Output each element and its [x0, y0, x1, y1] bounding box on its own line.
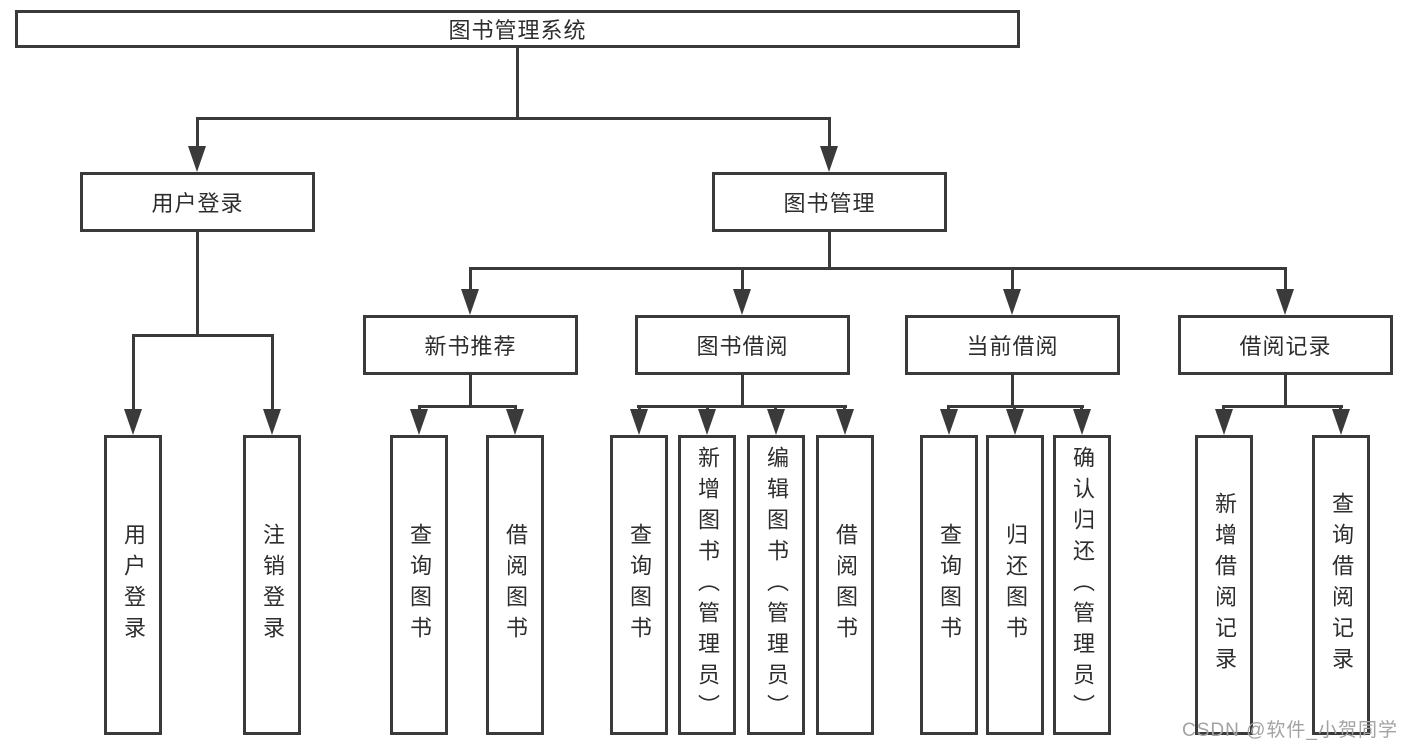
- node-label: 新增图书（管理员）: [695, 445, 720, 725]
- node-borrowing-records: 借阅记录: [1178, 315, 1393, 375]
- node-label: 借阅记录: [1239, 334, 1332, 359]
- node-label: 查询图书: [937, 523, 962, 647]
- node-label: 新书推荐: [424, 334, 517, 359]
- node-nb-borrow-books: 借阅图书: [486, 435, 544, 735]
- arrowhead-book-management: [820, 146, 838, 172]
- node-bb-borrow-books: 借阅图书: [816, 435, 874, 735]
- arrowhead-borrowing-records: [1276, 289, 1294, 315]
- connector-to-current-borrowing: [1011, 267, 1014, 293]
- connector-to-new-book-recommendation: [469, 267, 472, 293]
- node-bb-query-books: 查询图书: [610, 435, 668, 735]
- connector-user-login-stem: [196, 232, 199, 336]
- node-user-login: 用户登录: [80, 172, 315, 232]
- connector-book-management-branch: [469, 267, 1287, 270]
- connector-nb-stem: [469, 375, 472, 408]
- node-leaf-user-login: 用户登录: [104, 435, 162, 735]
- arrowhead-bb-edit: [767, 409, 785, 435]
- node-cb-query-books: 查询图书: [920, 435, 978, 735]
- node-label: 查询图书: [627, 523, 652, 647]
- node-bb-add-books-admin: 新增图书（管理员）: [678, 435, 736, 735]
- arrowhead-cb-query: [940, 409, 958, 435]
- connector-root-stem: [516, 48, 519, 118]
- node-cb-return-books: 归还图书: [986, 435, 1044, 735]
- node-bb-edit-books-admin: 编辑图书（管理员）: [747, 435, 805, 735]
- connector-cb-stem: [1011, 375, 1014, 408]
- connector-to-leaf-logout: [271, 334, 274, 411]
- arrowhead-leaf-logout: [263, 409, 281, 435]
- connector-br-branch: [1222, 405, 1343, 408]
- node-label: 注销登录: [260, 523, 285, 647]
- connector-to-book-borrowing: [741, 267, 744, 293]
- connector-to-borrowing-records: [1284, 267, 1287, 293]
- node-label: 查询图书: [407, 523, 432, 647]
- node-label: 图书管理系统: [448, 18, 587, 43]
- node-current-borrowing: 当前借阅: [905, 315, 1120, 375]
- node-label: 借阅图书: [833, 523, 858, 647]
- arrowhead-bb-borrow: [836, 409, 854, 435]
- arrowhead-bb-add: [698, 409, 716, 435]
- watermark: CSDN @软件_小贺同学: [1182, 720, 1398, 741]
- connector-user-login-branch: [132, 334, 274, 337]
- node-leaf-logout: 注销登录: [243, 435, 301, 735]
- arrowhead-cb-return: [1006, 409, 1024, 435]
- arrowhead-br-query: [1332, 409, 1350, 435]
- node-label: 用户登录: [121, 523, 146, 647]
- node-br-query-record: 查询借阅记录: [1312, 435, 1370, 735]
- connector-nb-branch: [418, 405, 517, 408]
- arrowhead-book-borrowing: [733, 289, 751, 315]
- arrowhead-nb-query: [410, 409, 428, 435]
- node-label: 图书借阅: [696, 334, 789, 359]
- node-nb-query-books: 查询图书: [390, 435, 448, 735]
- arrowhead-bb-query: [630, 409, 648, 435]
- arrowhead-leaf-user-login: [124, 409, 142, 435]
- arrowhead-br-add: [1215, 409, 1233, 435]
- node-label: 用户登录: [151, 191, 244, 216]
- arrowhead-current-borrowing: [1003, 289, 1021, 315]
- node-label: 图书管理: [783, 191, 876, 216]
- connector-bb-branch: [637, 405, 847, 408]
- connector-to-user-login: [196, 117, 199, 150]
- node-label: 确认归还（管理员）: [1070, 445, 1095, 725]
- arrowhead-cb-confirm: [1073, 409, 1091, 435]
- arrowhead-user-login: [188, 146, 206, 172]
- node-label: 当前借阅: [966, 334, 1059, 359]
- node-label: 编辑图书（管理员）: [764, 445, 789, 725]
- node-cb-confirm-return-admin: 确认归还（管理员）: [1053, 435, 1111, 735]
- connector-to-leaf-user-login: [132, 334, 135, 411]
- node-book-borrowing: 图书借阅: [635, 315, 850, 375]
- node-label: 查询借阅记录: [1329, 492, 1354, 678]
- node-br-add-record: 新增借阅记录: [1195, 435, 1253, 735]
- connector-book-management-stem: [828, 232, 831, 268]
- node-label: 归还图书: [1003, 523, 1028, 647]
- node-label: 新增借阅记录: [1212, 492, 1237, 678]
- arrowhead-new-book-recommendation: [461, 289, 479, 315]
- connector-br-stem: [1284, 375, 1287, 408]
- connector-bb-stem: [741, 375, 744, 408]
- node-book-management-system: 图书管理系统: [15, 10, 1020, 48]
- arrowhead-nb-borrow: [506, 409, 524, 435]
- connector-to-book-management: [828, 117, 831, 150]
- node-book-management: 图书管理: [712, 172, 947, 232]
- connector-root-branch: [196, 117, 831, 120]
- node-new-book-recommendation: 新书推荐: [363, 315, 578, 375]
- node-label: 借阅图书: [503, 523, 528, 647]
